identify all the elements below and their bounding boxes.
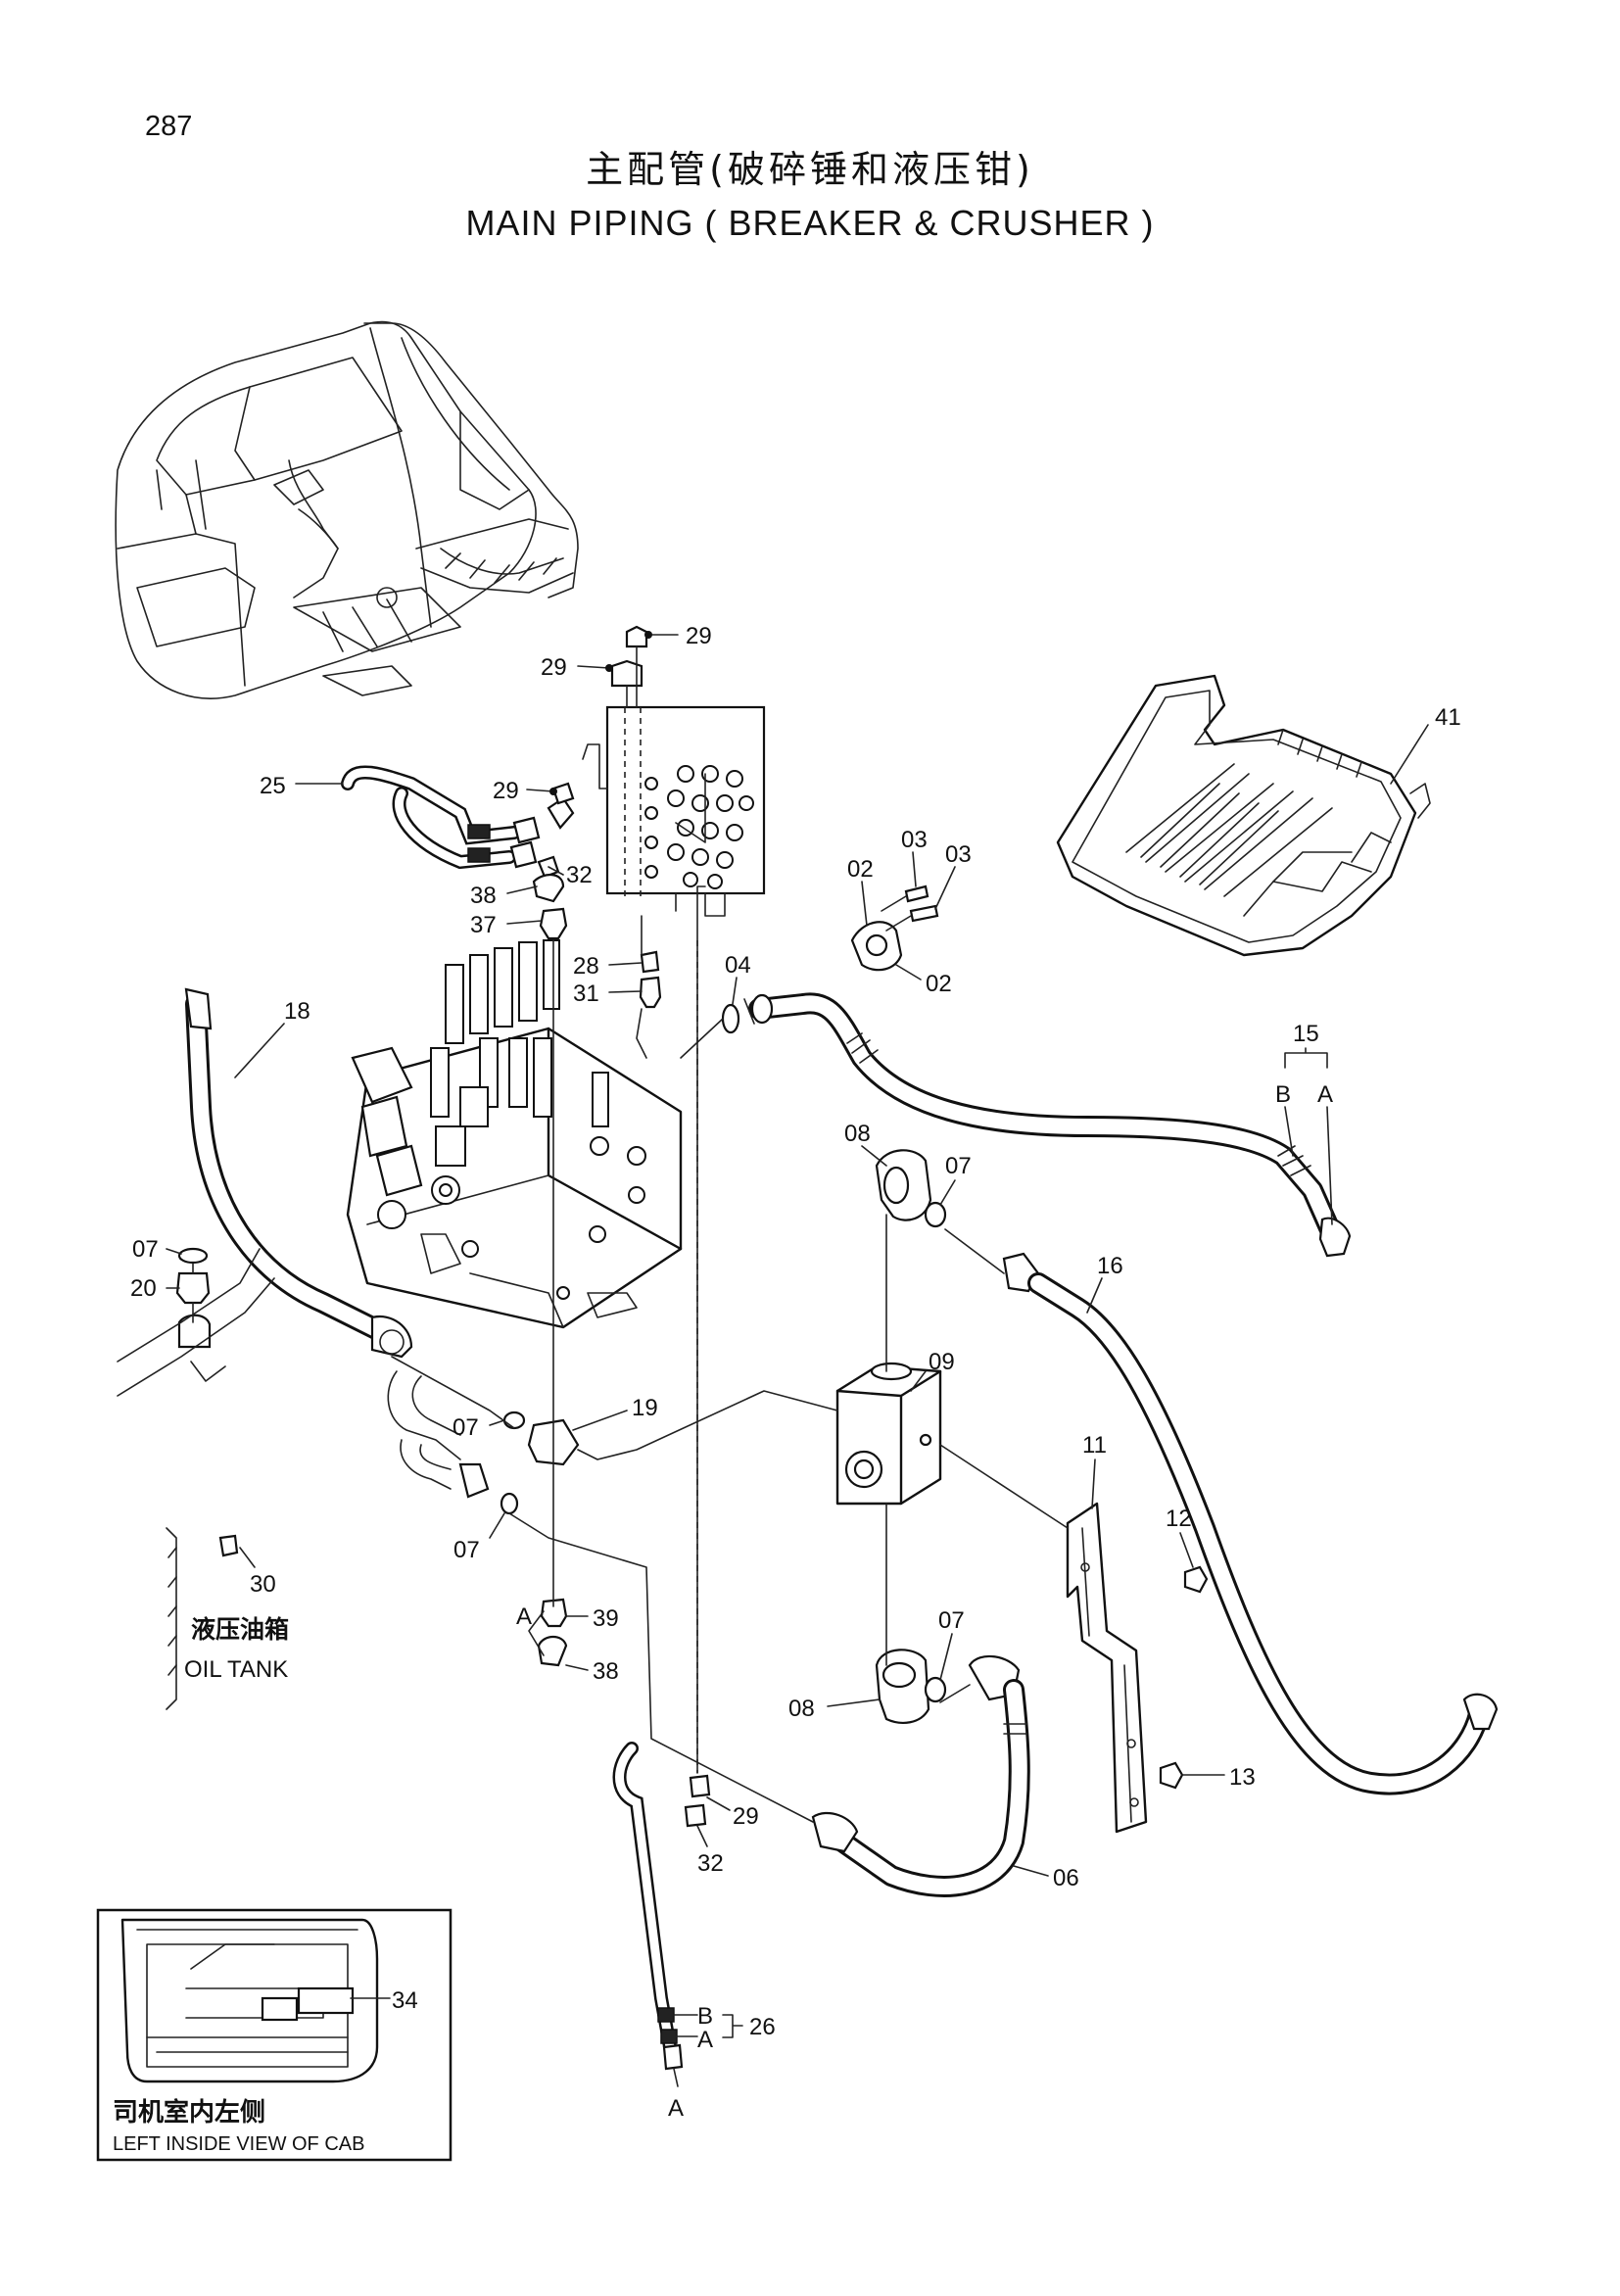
cab-label-cn: 司机室内左侧	[113, 2097, 265, 2128]
cab-floor-mat	[1056, 674, 1431, 957]
callout-29-top: 29	[686, 623, 712, 649]
bolt-12	[1183, 1565, 1209, 1594]
tee-32-bottom	[684, 1803, 707, 1828]
title-cn: 主配管(破碎锤和液压钳)	[586, 148, 1034, 191]
callout-06: 06	[1053, 1865, 1079, 1891]
callout-41: 41	[1435, 704, 1461, 731]
callout-07-low: 07	[453, 1537, 480, 1563]
callout-08-bottom: 08	[788, 1696, 815, 1722]
callout-15-a: A	[1317, 1081, 1333, 1108]
callout-32-top: 32	[566, 862, 593, 888]
boom-pipe-left	[117, 1248, 275, 1397]
callout-07-bottom: 07	[938, 1607, 965, 1634]
fitting-28	[640, 950, 660, 974]
callout-37: 37	[470, 912, 497, 938]
control-valve	[346, 939, 683, 1329]
oil-tank-label-en: OIL TANK	[184, 1656, 288, 1683]
o-ring-07-top	[924, 1201, 947, 1228]
callout-02-upper: 02	[847, 856, 874, 883]
fitting-29-bottom	[689, 1774, 711, 1798]
callout-29-bottom: 29	[733, 1803, 759, 1830]
callout-02-lower: 02	[926, 971, 952, 997]
oil-tank-inset: 液压油箱 OIL TANK	[166, 1527, 289, 1710]
callout-18: 18	[284, 998, 310, 1025]
callout-07-top: 07	[945, 1153, 972, 1179]
manifold-block-09	[835, 1362, 942, 1506]
callout-25: 25	[260, 773, 286, 799]
callout-38-top: 38	[470, 883, 497, 909]
callout-04: 04	[725, 952, 751, 979]
hose-26	[612, 1742, 684, 2071]
hose-16	[1002, 1252, 1499, 1795]
callout-11: 11	[1082, 1432, 1107, 1459]
pilot-valve-block	[605, 625, 766, 917]
callout-29-second: 29	[541, 654, 567, 681]
page-number: 287	[145, 111, 192, 142]
o-ring-07-low	[500, 1492, 519, 1515]
hose-15	[743, 992, 1352, 1258]
callout-09: 09	[929, 1349, 955, 1375]
fitting-31	[639, 976, 662, 1009]
callout-15-b: B	[1275, 1081, 1291, 1108]
callout-26-a: A	[697, 2027, 713, 2053]
callout-a-bottom: A	[668, 2095, 684, 2122]
callout-39-a: A	[516, 1603, 532, 1630]
callout-38-bottom: 38	[593, 1658, 619, 1685]
callout-19: 19	[632, 1395, 658, 1421]
hose-06	[811, 1654, 1030, 1897]
callout-13: 13	[1229, 1764, 1256, 1791]
excavator-upper-structure	[115, 320, 579, 699]
oil-tank-label-cn: 液压油箱	[191, 1615, 289, 1644]
callout-26: 26	[749, 2014, 776, 2040]
pipe-end-left	[177, 1314, 212, 1349]
connector-39	[540, 1598, 568, 1628]
callout-07-left: 07	[132, 1236, 159, 1263]
callout-20: 20	[130, 1275, 157, 1302]
bracket-11	[1066, 1502, 1148, 1834]
callout-15: 15	[1293, 1021, 1319, 1047]
connection-lines	[192, 743, 1069, 1823]
pipe-tank-upper	[387, 1370, 461, 1460]
bolt-13	[1159, 1761, 1184, 1790]
hose-18	[184, 987, 413, 1359]
o-ring-07-left	[177, 1247, 209, 1265]
callout-34: 34	[392, 1987, 418, 2014]
callout-08-top: 08	[844, 1121, 871, 1147]
elbow-fitting-38	[532, 874, 565, 903]
callout-07-middle: 07	[453, 1414, 479, 1441]
callout-39: 39	[593, 1605, 619, 1632]
elbow-08-bottom	[875, 1649, 930, 1724]
hose-25	[341, 765, 575, 870]
o-ring-07-mid	[502, 1411, 526, 1430]
callout-28: 28	[573, 953, 599, 980]
pipe-tank-lower	[400, 1439, 452, 1490]
callout-30: 30	[250, 1571, 276, 1598]
callout-26-b: B	[697, 2003, 713, 2030]
callout-03-left: 03	[901, 827, 928, 853]
callout-29-third: 29	[493, 778, 519, 804]
pipe-end-bottom	[458, 1462, 490, 1499]
callout-16: 16	[1097, 1253, 1123, 1279]
title-en: MAIN PIPING ( BREAKER & CRUSHER )	[465, 203, 1154, 243]
elbow-38-bottom	[537, 1635, 568, 1667]
callout-03-right: 03	[945, 841, 972, 868]
connector-37	[539, 907, 568, 940]
callout-31: 31	[573, 981, 599, 1007]
callout-32-bottom: 32	[697, 1850, 724, 1877]
elbow-08-top	[875, 1149, 932, 1221]
cab-inset: 司机室内左侧 LEFT INSIDE VIEW OF CAB	[96, 1908, 453, 2162]
callout-12: 12	[1166, 1506, 1192, 1532]
cab-label-en: LEFT INSIDE VIEW OF CAB	[113, 2133, 364, 2155]
o-ring-04	[721, 1003, 740, 1034]
connector-20	[175, 1271, 211, 1305]
split-flange-02	[850, 885, 939, 972]
o-ring-07-bottom	[924, 1676, 947, 1703]
callouts: 29 29 25 29 32 38 37 28 31 02 03 03	[130, 623, 1461, 2122]
